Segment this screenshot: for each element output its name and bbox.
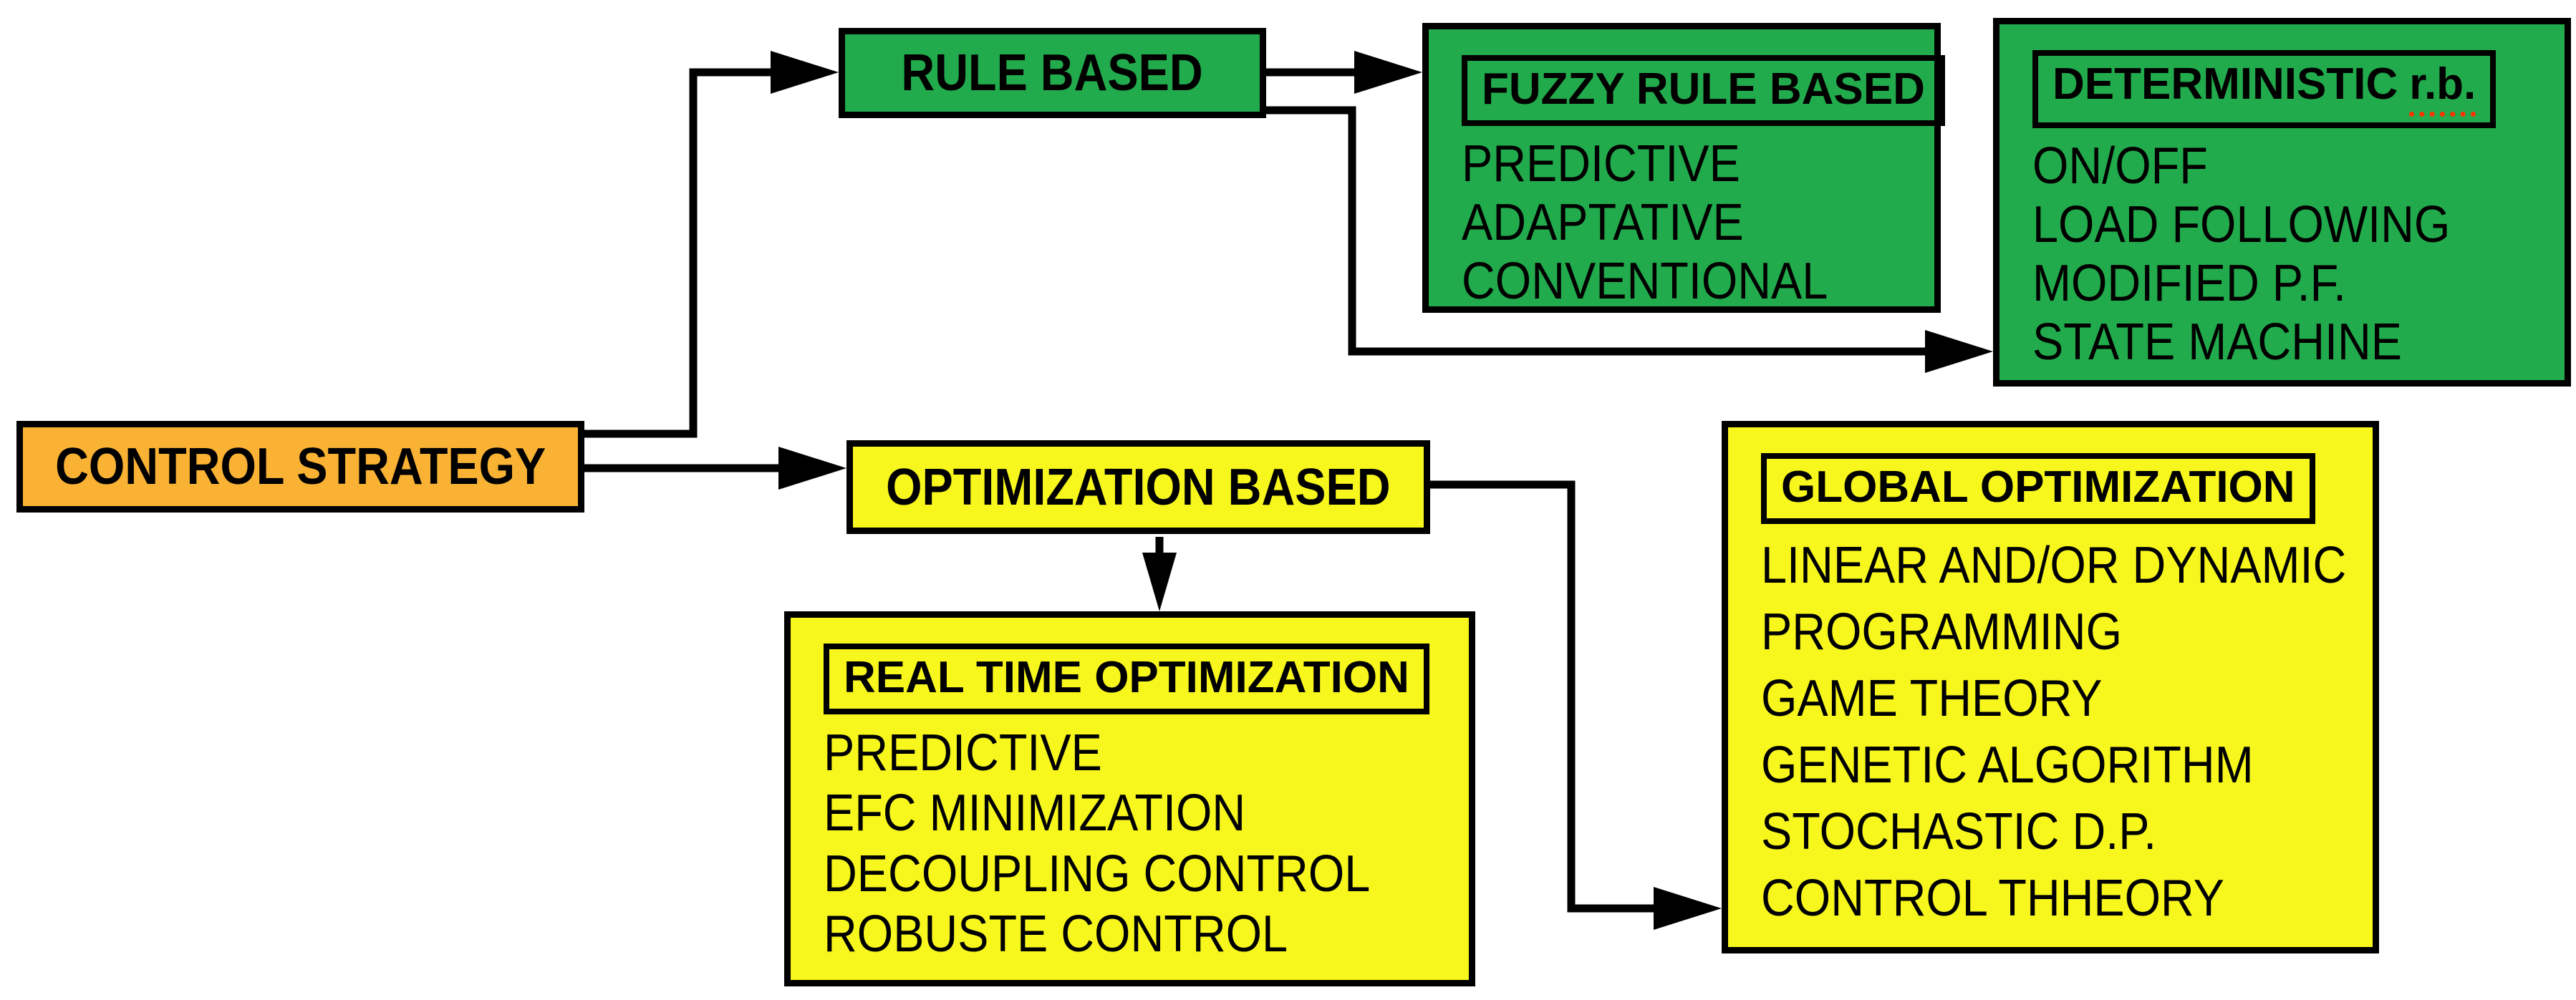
list-item: ROBUSTE CONTROL <box>824 905 1288 963</box>
connector-rule-based-to-deterministic <box>1266 106 1993 373</box>
node-global-optimization: GLOBAL OPTIMIZATION LINEAR AND/OR DYNAMI… <box>1722 421 2379 953</box>
connector-optimization-to-global <box>1430 480 1722 930</box>
group-title-suffix-spellcheck: r.b. <box>2409 59 2476 117</box>
list-item: DECOUPLING CONTROL <box>824 845 1371 903</box>
list-item: GENETIC ALGORITHM <box>1761 736 2254 794</box>
group-items: PREDICTIVE EFC MINIMIZATION DECOUPLING C… <box>824 723 1452 964</box>
group-title: GLOBAL OPTIMIZATION <box>1781 462 2295 512</box>
node-rule-based: RULE BASED <box>839 28 1266 118</box>
list-item: PREDICTIVE <box>824 724 1102 782</box>
node-real-time-optimization: REAL TIME OPTIMIZATION PREDICTIVE EFC MI… <box>784 611 1475 986</box>
connector-rule-based-to-fuzzy <box>1266 51 1422 94</box>
list-item: LINEAR AND/OR DYNAMIC <box>1761 537 2347 595</box>
list-item: ADAPTATIVE <box>1462 194 1744 251</box>
node-control-strategy: CONTROL STRATEGY <box>16 421 584 513</box>
group-title: DETERMINISTIC <box>2052 59 2398 109</box>
group-title-box: GLOBAL OPTIMIZATION <box>1761 453 2315 524</box>
list-item: STATE MACHINE <box>2032 314 2403 371</box>
connector-control-to-optimization-based <box>584 447 846 490</box>
node-label: OPTIMIZATION BASED <box>886 458 1391 516</box>
group-title: FUZZY RULE BASED <box>1482 64 1925 114</box>
group-title-box: REAL TIME OPTIMIZATION <box>824 644 1429 714</box>
connector-control-to-rule-based <box>584 51 839 438</box>
connector-optimization-to-realtime <box>1142 537 1177 611</box>
list-item: MODIFIED P.F. <box>2032 255 2347 312</box>
group-items: ON/OFF LOAD FOLLOWING MODIFIED P.F. STAT… <box>2032 137 2547 372</box>
node-optimization-based: OPTIMIZATION BASED <box>846 440 1430 534</box>
list-item: STOCHASTIC D.P. <box>1761 802 2157 860</box>
list-item: LOAD FOLLOWING <box>2032 196 2451 253</box>
node-label: CONTROL STRATEGY <box>54 438 546 495</box>
group-items: LINEAR AND/OR DYNAMIC PROGRAMMING GAME T… <box>1761 533 2355 931</box>
group-title-box: FUZZY RULE BASED <box>1462 55 1945 126</box>
list-item: PROGRAMMING <box>1761 603 2123 661</box>
list-item: PREDICTIVE <box>1462 135 1740 193</box>
node-label: RULE BASED <box>901 44 1204 102</box>
list-item: CONTROL THHEORY <box>1761 869 2224 927</box>
group-items: PREDICTIVE ADAPTATIVE CONVENTIONAL <box>1462 135 1917 311</box>
list-item: GAME THEORY <box>1761 670 2103 728</box>
list-item: EFC MINIMIZATION <box>824 785 1246 843</box>
group-title: REAL TIME OPTIMIZATION <box>844 653 1409 702</box>
list-item: ON/OFF <box>2032 137 2208 195</box>
node-fuzzy-rule-based: FUZZY RULE BASED PREDICTIVE ADAPTATIVE C… <box>1422 23 1945 313</box>
list-item: CONVENTIONAL <box>1462 253 1828 310</box>
